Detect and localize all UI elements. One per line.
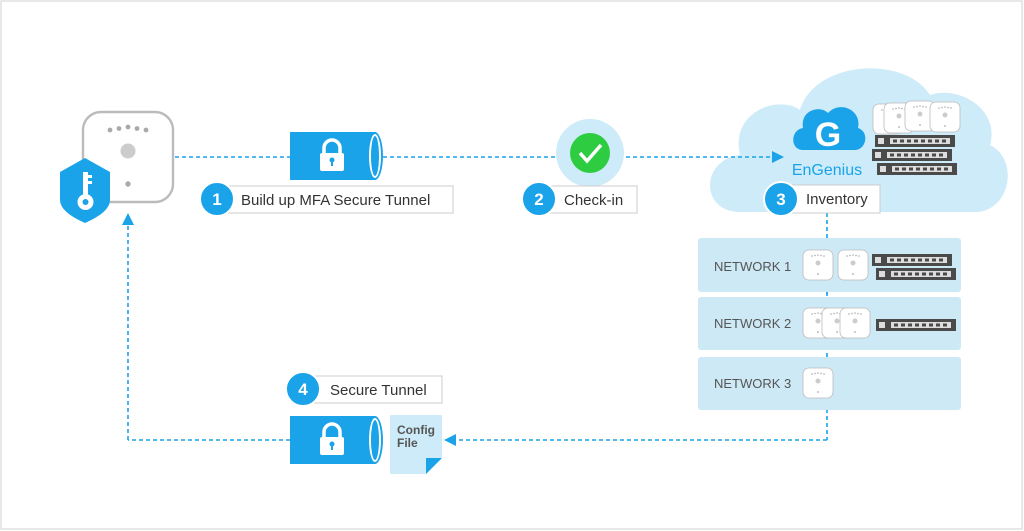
arrow-left-icon [444, 434, 456, 446]
svg-text:NETWORK 2: NETWORK 2 [714, 316, 791, 331]
svg-text:Inventory: Inventory [806, 191, 868, 208]
config-file-icon: Config File [390, 415, 442, 474]
inventory-devices [872, 100, 961, 175]
check-circle-icon [556, 119, 624, 187]
shield-key-icon [60, 158, 110, 223]
network-switch-icon [872, 254, 952, 266]
step-1-label: Build up MFA Secure Tunnel 1 [199, 181, 454, 217]
step-2-label: Check-in 2 [521, 181, 638, 217]
network-switch-icon [876, 319, 956, 331]
network-switch-icon [876, 268, 956, 280]
network-switch-icon [875, 135, 955, 147]
svg-text:NETWORK 3: NETWORK 3 [714, 376, 791, 391]
svg-text:Secure Tunnel: Secure Tunnel [330, 382, 427, 399]
arrow-right-icon [772, 151, 784, 163]
arrow-up-icon [122, 213, 134, 225]
svg-text:1: 1 [212, 190, 221, 209]
svg-text:Check-in: Check-in [564, 192, 623, 209]
network-switch-icon [877, 163, 957, 175]
padlock-tunnel-icon [288, 130, 385, 182]
svg-text:2: 2 [534, 190, 543, 209]
svg-text:4: 4 [298, 380, 308, 399]
svg-text:Build up MFA Secure Tunnel: Build up MFA Secure Tunnel [241, 192, 430, 209]
network-switch-icon [872, 149, 952, 161]
svg-text:3: 3 [776, 190, 785, 209]
svg-text:Config: Config [397, 423, 435, 437]
padlock-tunnel-icon [288, 414, 385, 466]
network-1-row: NETWORK 1 [698, 238, 961, 292]
step-4-label: Secure Tunnel 4 [285, 371, 443, 407]
svg-text:NETWORK 1: NETWORK 1 [714, 259, 791, 274]
engenius-cloud-logo: G EnGenius [792, 107, 866, 179]
network-3-row: NETWORK 3 [698, 357, 961, 410]
svg-text:G: G [815, 116, 841, 154]
brand-name: EnGenius [792, 162, 862, 179]
step-3-label: Inventory 3 [763, 181, 881, 217]
svg-text:File: File [397, 436, 418, 450]
network-2-row: NETWORK 2 [698, 297, 961, 350]
